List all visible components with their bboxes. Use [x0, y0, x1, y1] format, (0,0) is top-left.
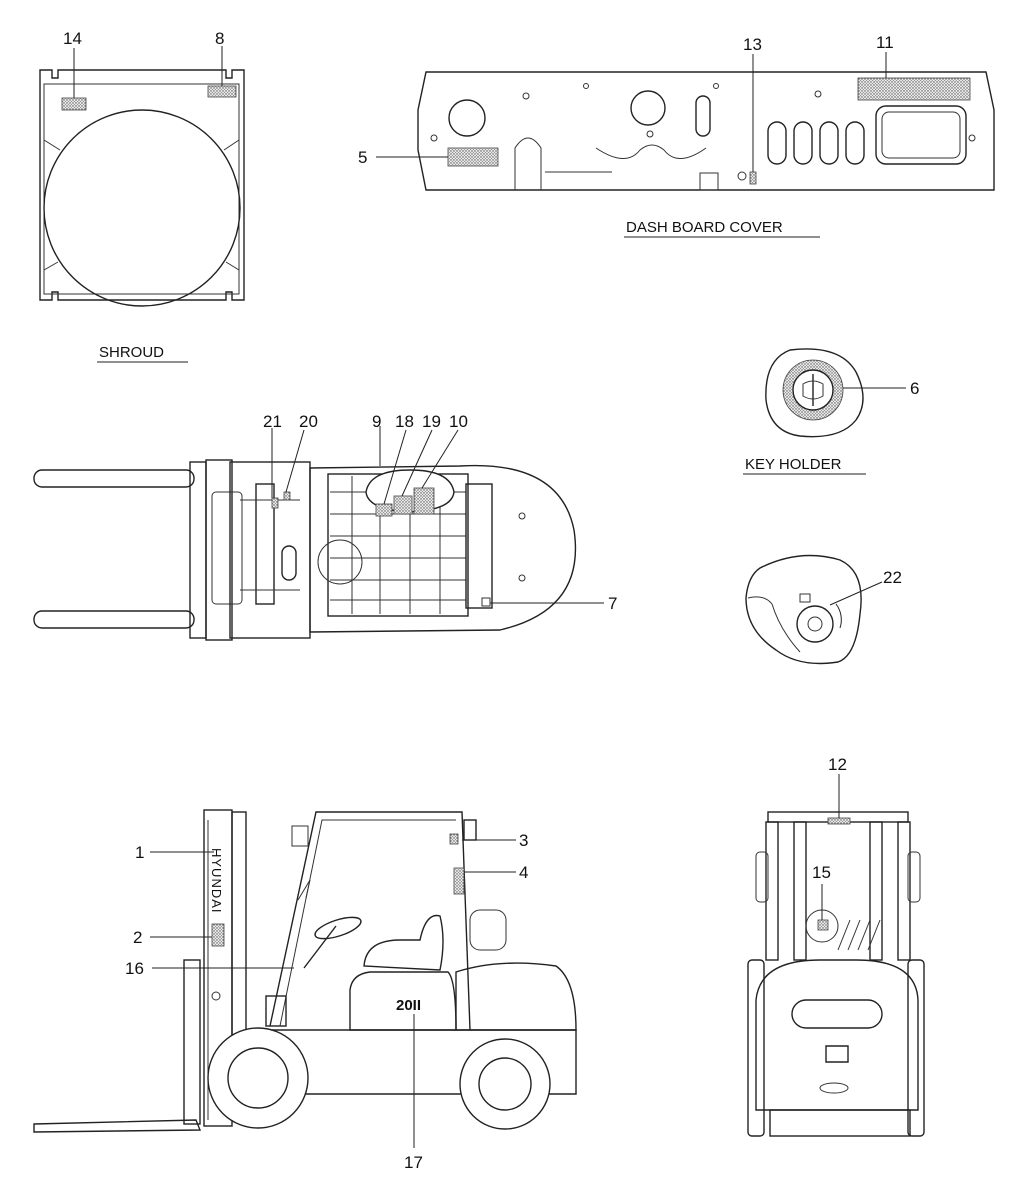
callout-5: 5: [358, 148, 367, 167]
rear-decal-15: [817, 919, 829, 931]
callout-22: 22: [883, 568, 902, 587]
shroud-decal-8: [207, 85, 237, 98]
callout-17: 17: [404, 1153, 423, 1172]
dash-decal-11: [857, 77, 971, 101]
callout-10: 10: [449, 412, 468, 431]
dash-board-cover-view: 5 11 13 DASH BOARD COVER: [358, 33, 995, 238]
callout-15: 15: [812, 863, 831, 882]
callout-12: 12: [828, 755, 847, 774]
top-decal-18: [375, 503, 393, 517]
callout-19: 19: [422, 412, 441, 431]
rear-decal-12: [827, 817, 851, 825]
top-decal-19: [393, 495, 413, 515]
mast-brand-decal: HYUNDAI: [209, 848, 224, 914]
callout-3: 3: [519, 831, 528, 850]
top-view: 21 20 9 18 19 10 7: [33, 412, 617, 641]
top-decal-20: [283, 491, 291, 501]
dash-board-cover-title: DASH BOARD COVER: [626, 219, 783, 236]
callout-16: 16: [125, 959, 144, 978]
callout-9: 9: [372, 412, 381, 431]
side-view: HYUNDAI 20II 1 2 16 3 4 17: [33, 809, 577, 1172]
callout-18: 18: [395, 412, 414, 431]
callout-8: 8: [215, 29, 224, 48]
callout-13: 13: [743, 35, 762, 54]
callout-4: 4: [519, 863, 528, 882]
model-decal: 20II: [396, 997, 421, 1014]
callout-11: 11: [876, 33, 894, 52]
shroud-view: 14 8 SHROUD: [39, 29, 245, 363]
shroud-title: SHROUD: [99, 344, 164, 361]
key-holder-view: 6 KEY HOLDER: [743, 348, 919, 475]
key-switch-view: 22: [745, 554, 902, 665]
dash-decal-5: [447, 147, 499, 167]
callout-1: 1: [135, 843, 144, 862]
callout-6: 6: [910, 379, 919, 398]
side-decal-3: [449, 833, 459, 845]
top-decal-10: [413, 487, 435, 515]
rear-view: 12 15: [747, 755, 925, 1137]
callout-2: 2: [133, 928, 142, 947]
shroud-decal-14: [61, 97, 87, 111]
side-decal-4: [453, 867, 465, 895]
side-decal-2: [211, 923, 225, 947]
dash-decal-13: [749, 171, 757, 185]
callout-21: 21: [263, 412, 282, 431]
callout-14: 14: [63, 29, 82, 48]
top-decal-21: [271, 497, 279, 509]
callout-20: 20: [299, 412, 318, 431]
callout-7: 7: [608, 594, 617, 613]
key-holder-title: KEY HOLDER: [745, 456, 842, 473]
